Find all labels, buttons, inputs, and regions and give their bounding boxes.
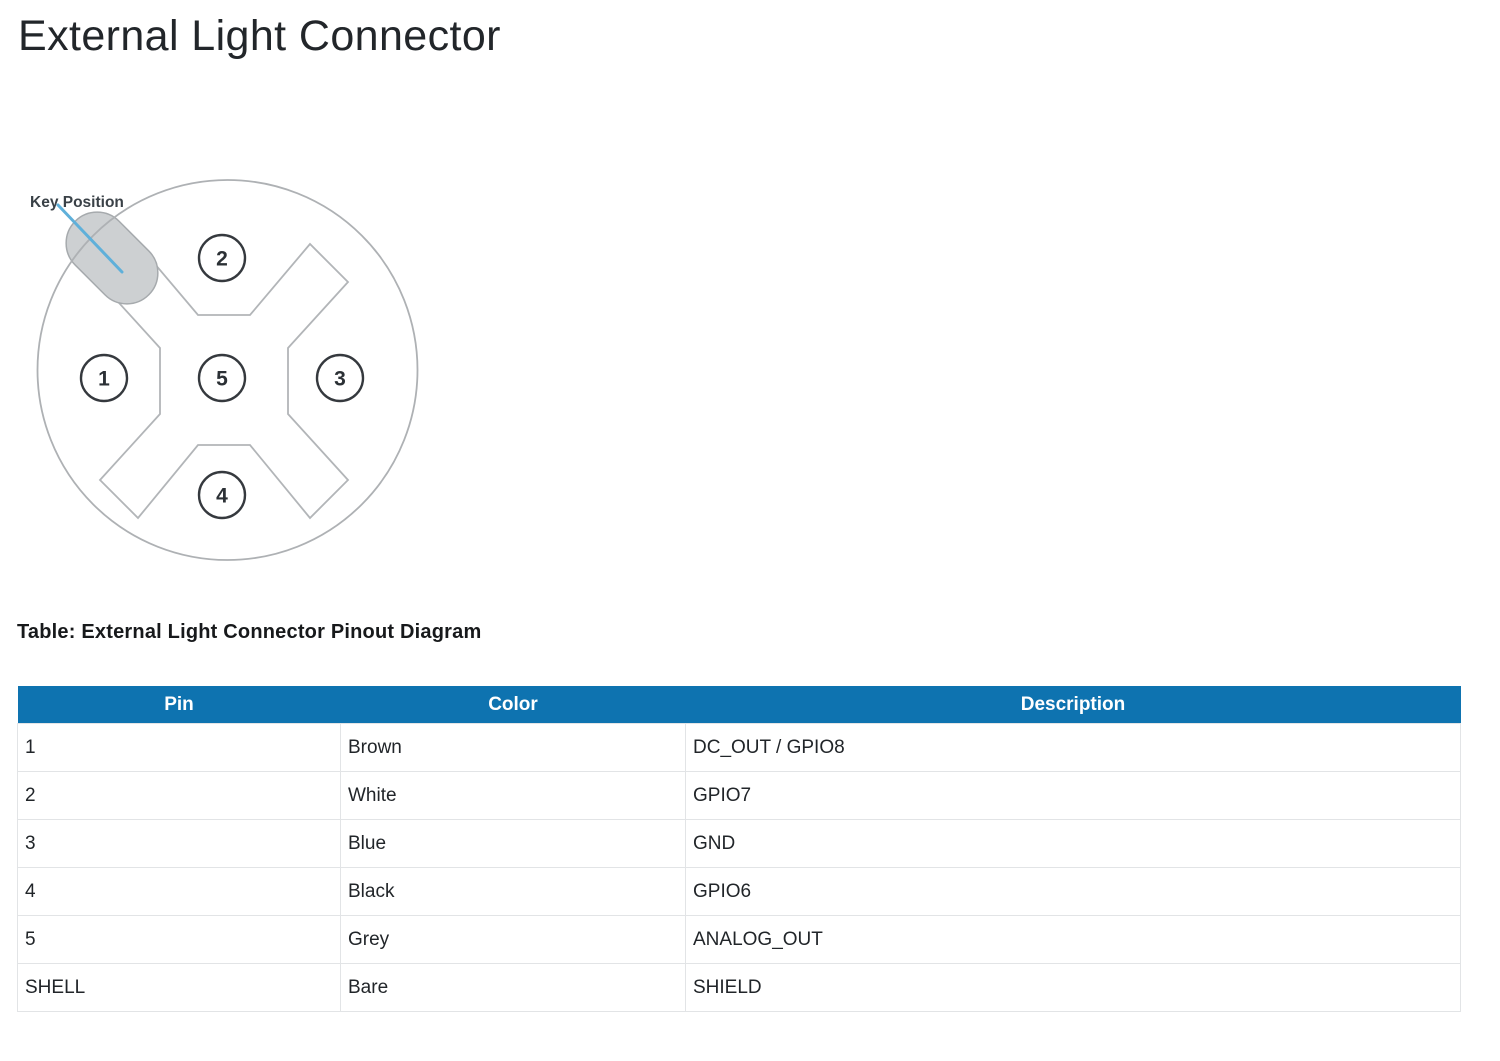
table-caption: Table: External Light Connector Pinout D…	[17, 621, 482, 643]
cell-pin: 1	[17, 723, 341, 772]
cell-pin: 3	[17, 819, 341, 868]
pinout-table: Pin Color Description 1 Brown DC_OUT / G…	[17, 686, 1461, 1012]
table-row: 2 White GPIO7	[17, 771, 1461, 820]
connector-pinout-diagram: Key Position 1 2 3 4 5	[30, 179, 419, 561]
table-row: SHELL Bare SHIELD	[17, 963, 1461, 1012]
page-title: External Light Connector	[18, 12, 501, 60]
cell-description: GPIO7	[685, 771, 1461, 820]
column-header-color: Color	[340, 686, 686, 724]
cell-description: SHIELD	[685, 963, 1461, 1012]
table-row: 3 Blue GND	[17, 819, 1461, 868]
cell-color: Bare	[340, 963, 686, 1012]
connector-x-slot-outline	[98, 242, 350, 520]
pin-5-circle	[197, 353, 247, 403]
pin-4-number: 4	[216, 485, 228, 508]
cell-color: Brown	[340, 723, 686, 772]
cell-color: Blue	[340, 819, 686, 868]
pin-3: 3	[315, 353, 365, 403]
pin-2: 2	[197, 233, 247, 283]
pin-1-circle	[79, 353, 129, 403]
cell-pin: 4	[17, 867, 341, 916]
key-pointer-line	[56, 203, 124, 274]
pin-4-circle	[197, 470, 247, 520]
column-header-description: Description	[685, 686, 1461, 724]
cell-description: GND	[685, 819, 1461, 868]
pin-3-number: 3	[334, 368, 346, 391]
key-position-shape	[65, 211, 159, 305]
pinout-table-body: 1 Brown DC_OUT / GPIO8 2 White GPIO7 3 B…	[17, 723, 1461, 1012]
pin-2-number: 2	[216, 248, 228, 271]
key-position-label: Key Position	[30, 194, 124, 211]
pin-1-number: 1	[98, 368, 110, 391]
cell-color: Grey	[340, 915, 686, 964]
pinout-table-header: Pin Color Description	[17, 686, 1461, 724]
connector-body-circle	[36, 179, 419, 561]
pin-1: 1	[79, 353, 129, 403]
column-header-pin: Pin	[17, 686, 341, 724]
cell-description: GPIO6	[685, 867, 1461, 916]
pin-5-number: 5	[216, 368, 228, 391]
header-row: Pin Color Description	[17, 686, 1461, 724]
cell-pin: 5	[17, 915, 341, 964]
table-row: 5 Grey ANALOG_OUT	[17, 915, 1461, 964]
pin-4: 4	[197, 470, 247, 520]
cell-description: ANALOG_OUT	[685, 915, 1461, 964]
pin-5: 5	[197, 353, 247, 403]
table-row: 1 Brown DC_OUT / GPIO8	[17, 723, 1461, 772]
cell-pin: SHELL	[17, 963, 341, 1012]
cell-pin: 2	[17, 771, 341, 820]
pin-3-circle	[315, 353, 365, 403]
cell-description: DC_OUT / GPIO8	[685, 723, 1461, 772]
pin-2-circle	[197, 233, 247, 283]
cell-color: Black	[340, 867, 686, 916]
table-row: 4 Black GPIO6	[17, 867, 1461, 916]
cell-color: White	[340, 771, 686, 820]
